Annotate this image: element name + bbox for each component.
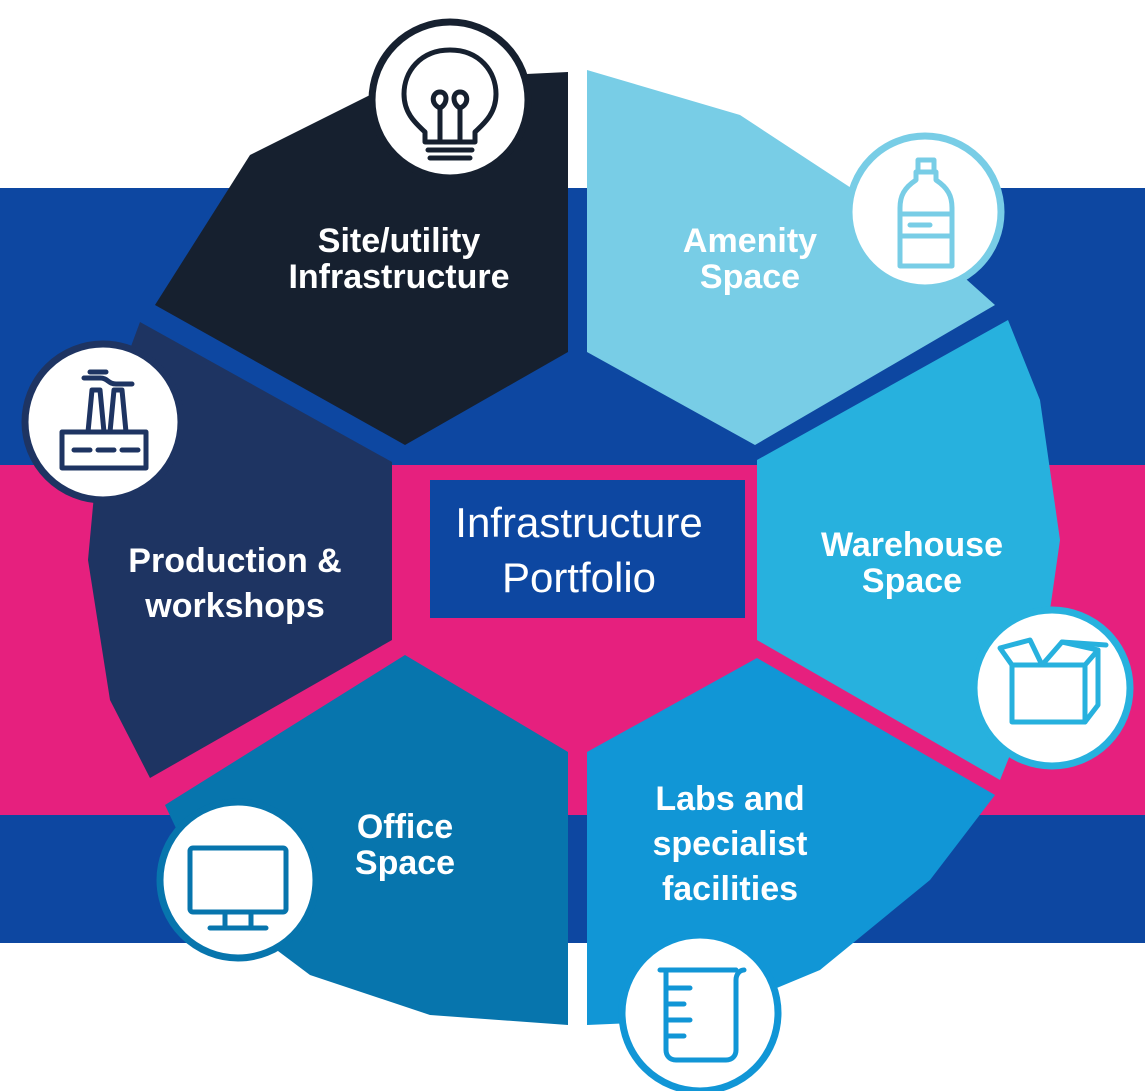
site-utility-label-line1: Site/utility [318,222,481,260]
center-title-line2: Portfolio [502,554,656,601]
center-box [430,480,745,618]
labs-label-line3: facilities [662,870,798,908]
center-title-line1: Infrastructure [455,499,702,546]
lightbulb-icon [368,18,532,182]
office-label-line1: Office [357,808,453,846]
factory-icon [21,340,185,504]
amenity-label-line1: Amenity [683,222,817,260]
production-label-line1: Production & [128,542,341,580]
warehouse-label-line2: Space [862,562,962,600]
monitor-icon [156,798,320,962]
office-label-line2: Space [355,844,455,882]
segment-amenity [587,70,995,445]
amenity-label-line2: Space [700,258,800,296]
warehouse-label-line1: Warehouse [821,526,1003,564]
production-label-line2: workshops [144,587,324,625]
labs-label-line2: specialist [653,825,808,863]
beaker-icon [618,931,782,1091]
site-utility-label-line2: Infrastructure [288,258,509,296]
labs-label-line1: Labs and [655,780,804,818]
water-bottle-icon [845,132,1005,292]
open-box-icon [970,606,1134,770]
